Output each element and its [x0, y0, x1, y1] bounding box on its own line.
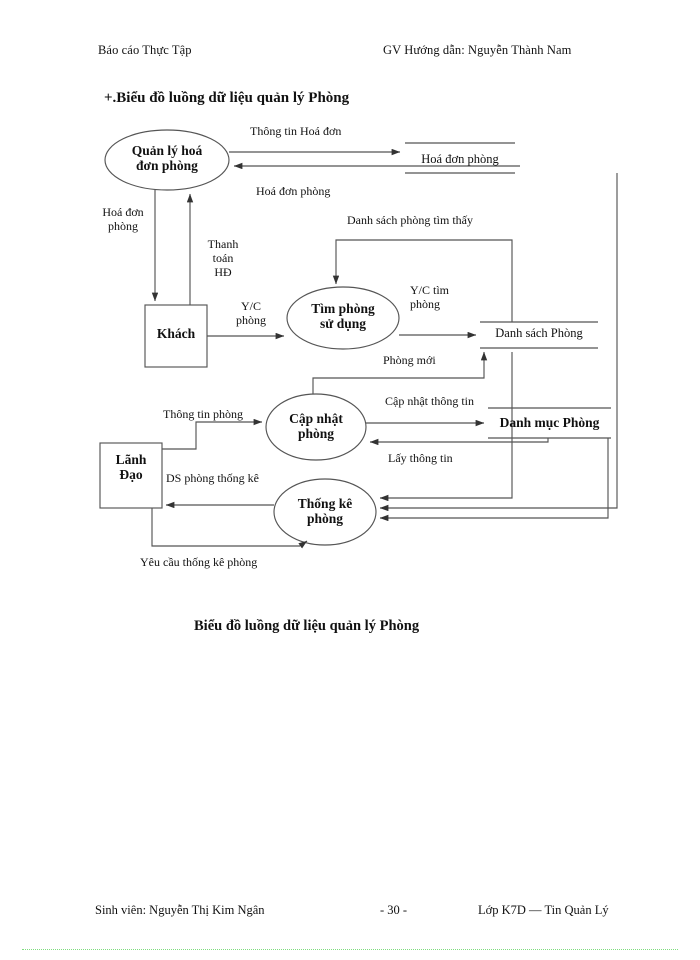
flow-line-f9 — [162, 418, 263, 450]
header-right-text: GV Hướng dẫn: Nguyễn Thành Nam — [383, 43, 572, 57]
flow-line-rail-3 — [379, 438, 609, 522]
store-shape-d1 — [405, 142, 515, 174]
footer-page-number: - 30 - — [380, 903, 408, 917]
footer-student-name: Sinh viên: Nguyễn Thị Kim Ngân — [95, 903, 265, 917]
flow-line-rail-2 — [379, 173, 618, 512]
process-shape-p3 — [265, 393, 367, 461]
page-bottom-rule — [22, 949, 678, 951]
page-title: +.Biểu đồ luồng dữ liệu quản lý Phòng — [104, 90, 350, 106]
header-left-text: Báo cáo Thực Tập — [98, 43, 192, 57]
store-shape-d2 — [480, 321, 598, 349]
flow-line-f8 — [312, 351, 488, 394]
flow-line-f13 — [151, 508, 308, 549]
store-shape-d3 — [488, 407, 611, 439]
external-shape-e2 — [99, 442, 163, 509]
process-shape-p2 — [286, 286, 400, 350]
flow-line-f11 — [369, 438, 549, 446]
flow-line-rail-1 — [379, 352, 513, 502]
process-shape-p1 — [104, 129, 230, 191]
external-shape-e1 — [144, 304, 208, 368]
figure-caption: Biểu đồ luồng dữ liệu quản lý Phòng — [194, 618, 420, 634]
process-shape-p4 — [273, 478, 377, 546]
flow-line-f6 — [332, 239, 513, 322]
footer-class-name: Lớp K7D — Tin Quản Lý — [478, 903, 609, 917]
